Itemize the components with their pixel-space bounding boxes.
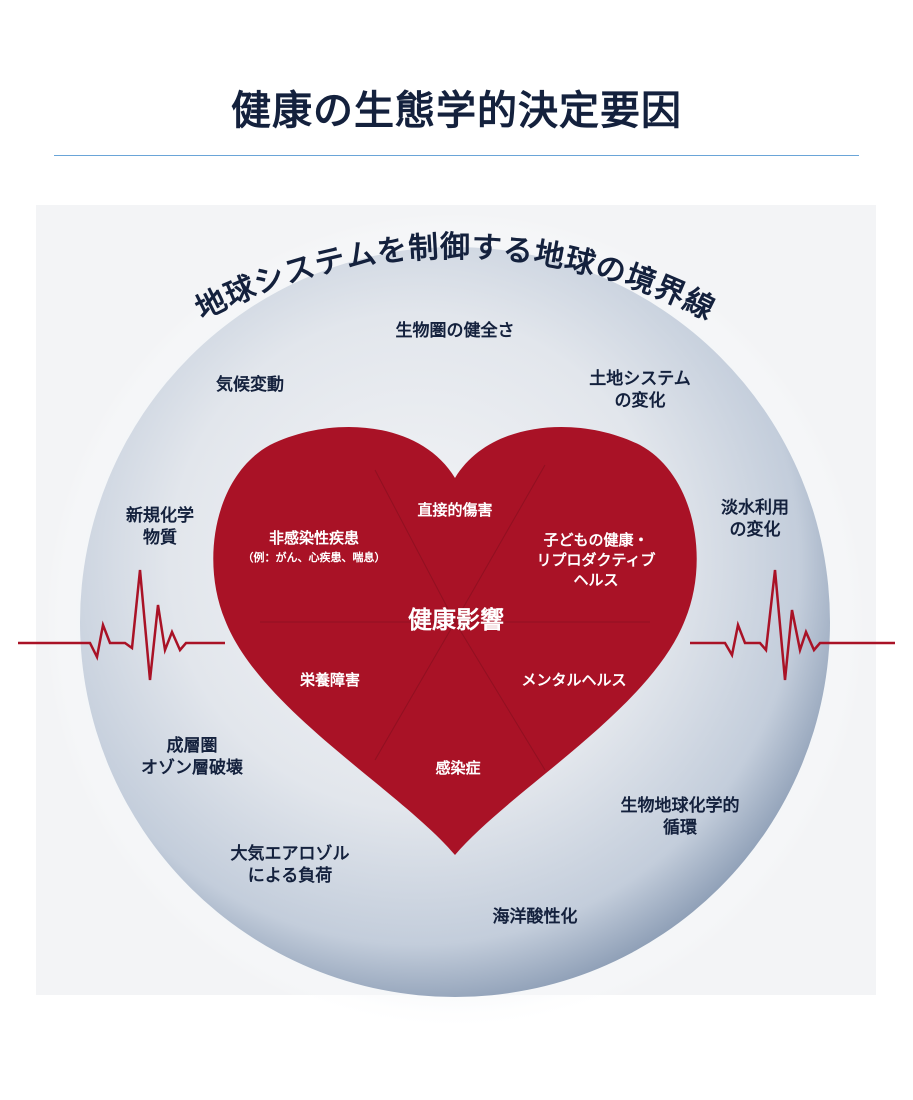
label-novel-line2: 物質 (143, 528, 177, 548)
arc-title-char: ム (343, 236, 379, 276)
heart-mental-health: メンタルヘルス (521, 671, 627, 689)
heart-nutrition: 栄養障害 (299, 671, 361, 689)
heart-ncd: 非感染性疾患 （例：がん、心疾患、喘息） (243, 528, 386, 568)
label-ozone: 成層圏オゾン層破壊 (141, 735, 243, 779)
arc-title-char: 制 (407, 230, 439, 267)
label-ozone-line2: オゾン層破壊 (141, 758, 243, 778)
arc-title-char: を (375, 232, 409, 270)
arc-title-char: す (471, 230, 503, 267)
label-aerosol-line1: 大気エアロゾル (230, 844, 350, 864)
arc-title-char: 御 (439, 230, 470, 265)
label-freshwater-line1: 淡水利用 (721, 498, 789, 518)
label-aerosol-line2: による負荷 (247, 866, 333, 886)
label-freshwater: 淡水利用の変化 (721, 497, 789, 541)
label-land: 土地システムの変化 (589, 368, 691, 412)
arc-title-char: る (501, 232, 535, 270)
label-land-line1: 土地システム (589, 369, 691, 389)
arc-title-char: 地 (531, 236, 567, 276)
page-title: 健康の生態学的決定要因 (231, 88, 682, 134)
heart-dividers (260, 464, 650, 771)
label-biogeochemical: 生物地球化学的循環 (621, 795, 740, 839)
child-line3: ヘルス (573, 571, 619, 589)
label-freshwater-line2: の変化 (729, 520, 781, 540)
heart-shape (213, 426, 697, 855)
ncd-label: 非感染性疾患 (268, 529, 359, 547)
label-biogeo-line2: 循環 (663, 818, 697, 838)
label-climate: 気候変動 (216, 375, 284, 395)
label-aerosol: 大気エアロゾルによる負荷 (231, 843, 350, 887)
child-line2: リプロダクティブ (536, 551, 656, 569)
ncd-note: （例：がん、心疾患、喘息） (242, 551, 386, 564)
label-novel-line1: 新規化学 (126, 506, 194, 526)
heart-direct-injury: 直接的傷害 (417, 501, 493, 519)
label-ozone-line1: 成層圏 (166, 736, 218, 756)
label-land-line2: の変化 (614, 391, 666, 411)
pulse-line-right (690, 569, 895, 681)
label-biosphere: 生物圏の健全さ (395, 321, 515, 341)
label-biogeo-line1: 生物地球化学的 (620, 796, 740, 816)
label-novel-entities: 新規化学物質 (126, 505, 194, 549)
heart-infection: 感染症 (435, 759, 481, 777)
heart-center-health-impact: 健康影響 (408, 606, 504, 634)
divider (54, 155, 859, 156)
child-line1: 子どもの健康・ (543, 531, 649, 549)
label-ocean: 海洋酸性化 (492, 907, 578, 927)
heart-child-health: 子どもの健康・リプロダクティブヘルス (536, 530, 655, 590)
pulse-line-left (18, 569, 225, 681)
